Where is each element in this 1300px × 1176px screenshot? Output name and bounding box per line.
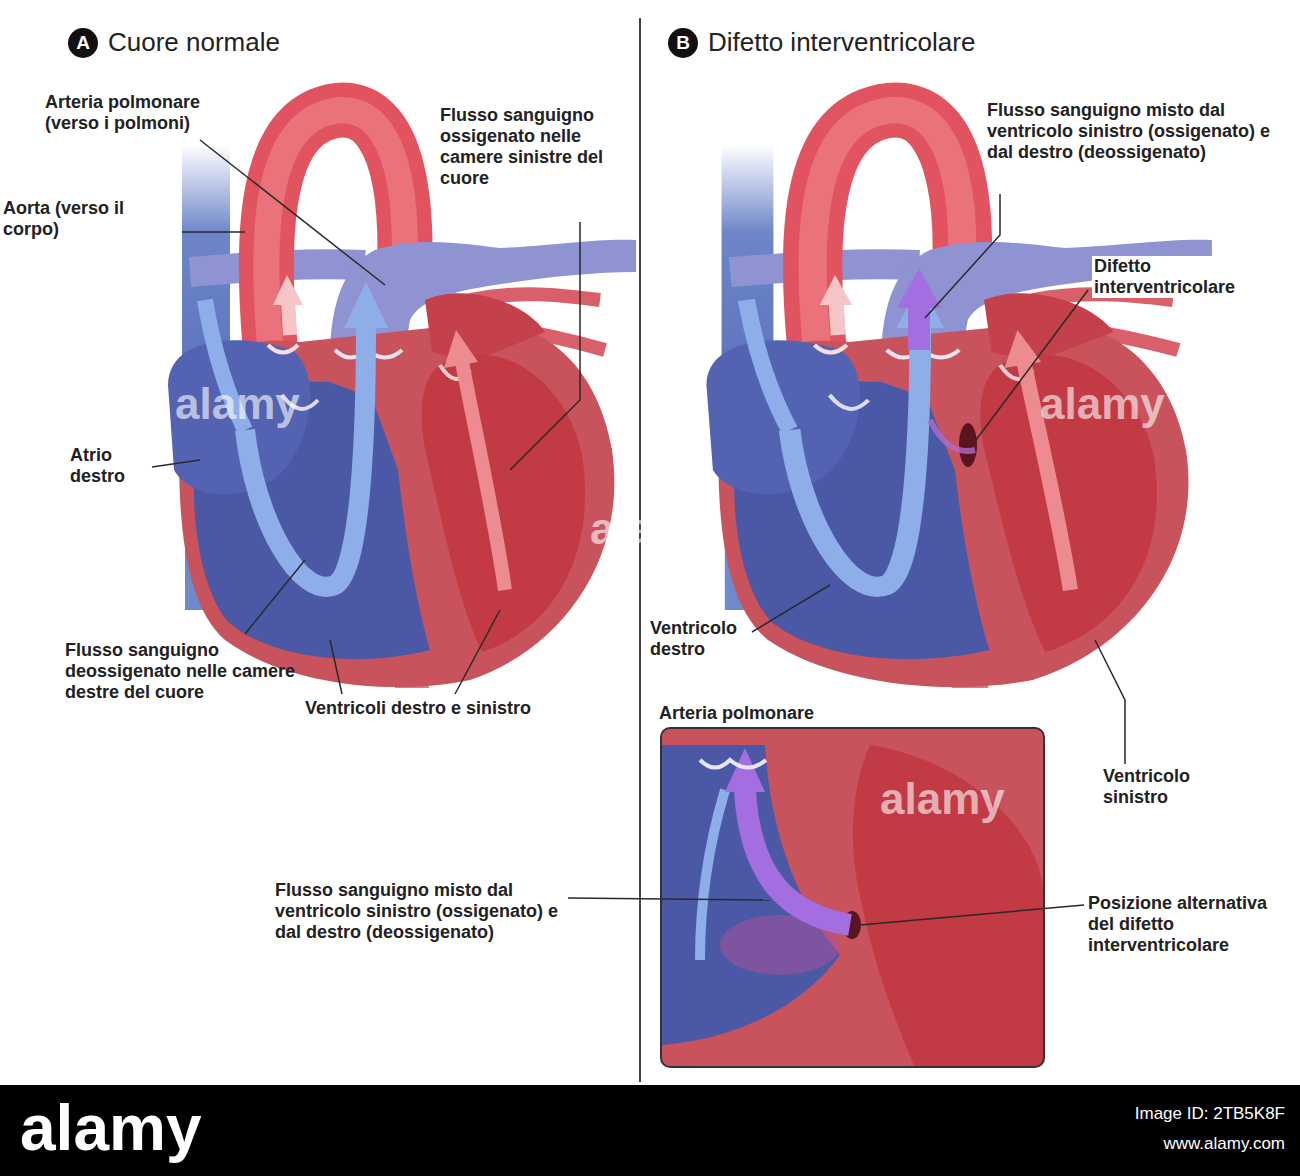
inset-heading: Arteria polmonare (656, 703, 817, 724)
part-label: Atrio destro (70, 445, 160, 487)
callout-label: Posizione alternativa del difetto interv… (1088, 893, 1268, 956)
watermark: alamy (1040, 380, 1165, 428)
website: www.alamy.com (1163, 1133, 1285, 1155)
part-label: Aorta (verso il corpo) (3, 198, 178, 240)
part-label: Ventricolo destro (650, 618, 750, 660)
part-label: Ventricoli destro e sinistro (305, 698, 531, 719)
panel-letter: B (676, 33, 690, 53)
callout-label: Flusso sanguigno misto dal ventricolo si… (275, 880, 565, 943)
panel-title: Cuore normale (108, 26, 280, 58)
part-label: Arteria polmonare (verso i polmoni) (45, 92, 235, 134)
part-label: Ventricolo sinistro (1103, 766, 1213, 808)
watermark: alamy (590, 505, 715, 553)
image-id: Image ID: 2TB5K8F (1135, 1103, 1285, 1125)
callout-label: Difetto interventricolare (1092, 256, 1296, 298)
watermark: alamy (880, 775, 1005, 823)
callout-label: Flusso sanguigno misto dal ventricolo si… (985, 100, 1284, 163)
panel-title: Difetto interventricolare (708, 26, 975, 58)
panel-badge: B (668, 28, 698, 58)
callout-label: Flusso sanguigno deossigenato nelle came… (65, 640, 305, 703)
logo: alamy (20, 1092, 201, 1164)
panel-letter: A (76, 33, 90, 53)
watermark: alamy (175, 380, 300, 428)
panel-badge: A (68, 28, 98, 58)
callout-label: Flusso sanguigno ossigenato nelle camere… (440, 105, 635, 189)
